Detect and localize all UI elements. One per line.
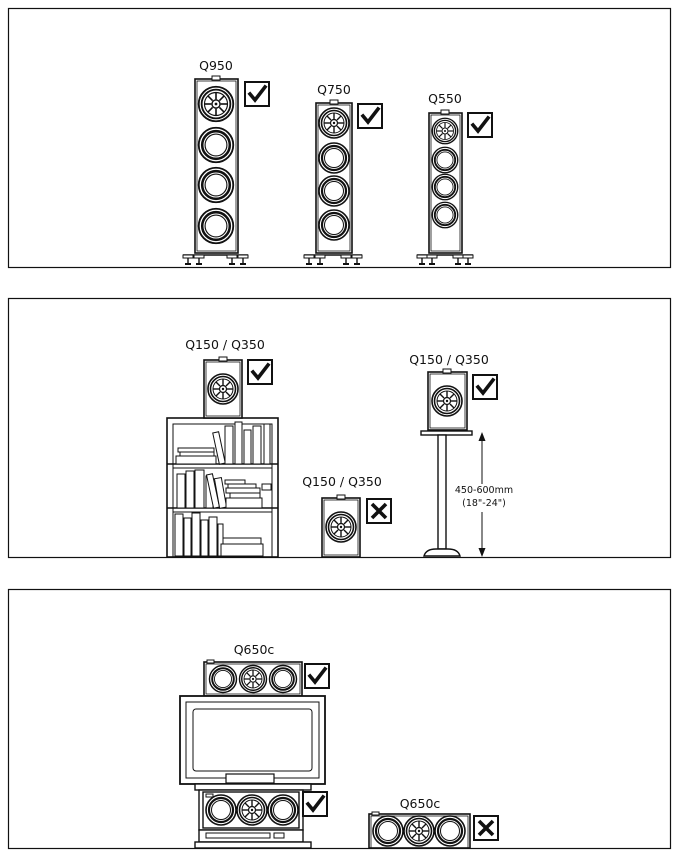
bookshelf — [166, 417, 279, 558]
stand-height-mm: 450-600mm — [455, 485, 513, 496]
speaker-label-shelf: Q150 / Q350 — [185, 337, 265, 352]
speaker-q650c-in-cabinet — [202, 791, 300, 829]
check-icon — [471, 373, 499, 401]
cross-icon — [365, 497, 393, 525]
panel-floorstanding — [7, 7, 672, 269]
check-icon — [301, 790, 329, 818]
check-icon — [243, 80, 271, 108]
speaker-q150-on-shelf: Q150 / Q350 — [185, 337, 265, 419]
speaker-q150-on-floor: Q150 / Q350 — [302, 474, 382, 558]
speaker-label-q750: Q750 — [317, 82, 351, 97]
stand-height-inches: (18"-24") — [462, 498, 506, 509]
television — [179, 695, 326, 785]
cross-icon — [472, 814, 500, 842]
stand-height-dimension: 450-600mm (18"-24") — [455, 432, 513, 557]
check-icon — [356, 102, 384, 130]
speaker-label-q550: Q550 — [428, 91, 462, 106]
speaker-label-q950: Q950 — [199, 58, 233, 73]
check-icon — [466, 111, 494, 139]
speaker-label-floor-centre: Q650c — [400, 796, 441, 811]
speaker-q150-on-stand: Q150 / Q350 — [409, 352, 489, 431]
speaker-q750: Q750 — [303, 82, 363, 266]
speaker-label-floor: Q150 / Q350 — [302, 474, 382, 489]
panel-centre-channel — [7, 588, 672, 850]
speaker-q950: Q950 — [182, 58, 249, 266]
speaker-label-stand: Q150 / Q350 — [409, 352, 489, 367]
speaker-stand — [420, 430, 473, 557]
speaker-q650c-on-floor: Q650c — [368, 796, 471, 849]
speaker-label-above-tv: Q650c — [234, 642, 275, 657]
speaker-q650c-above-tv: Q650c — [203, 642, 303, 697]
check-icon — [303, 662, 331, 690]
speaker-q550: Q550 — [416, 91, 474, 266]
check-icon — [246, 358, 274, 386]
